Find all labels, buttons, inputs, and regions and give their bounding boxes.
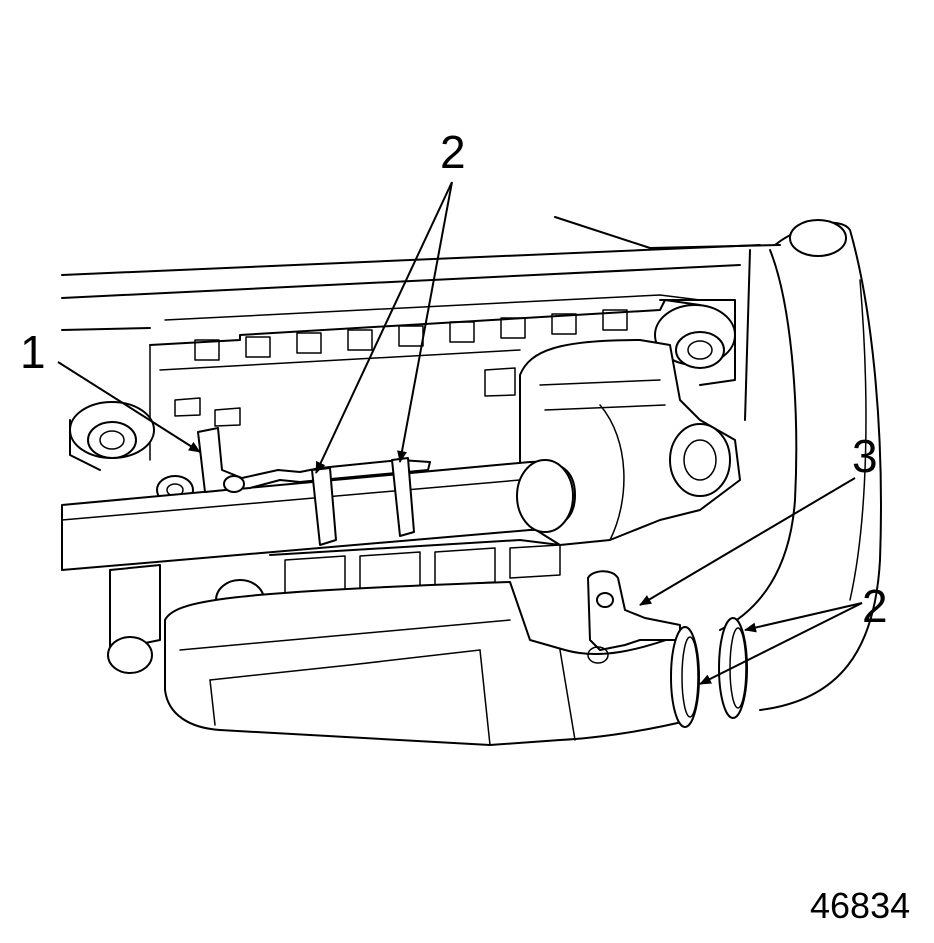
lower-duct-bracket xyxy=(587,570,681,664)
callout-2-top: 2 xyxy=(440,126,466,178)
mounting-bolt-left xyxy=(69,401,155,471)
figure-number: 46834 xyxy=(810,885,910,926)
mounting-bolt-right xyxy=(654,299,736,386)
leader-lines xyxy=(57,181,863,685)
leader-2-top-b xyxy=(397,181,453,463)
air-duct-hose-right xyxy=(719,219,882,711)
engine-cover-outline xyxy=(61,216,781,461)
leader-2-right-b xyxy=(699,602,863,685)
intake-resonator xyxy=(164,581,691,746)
retaining-bracket xyxy=(197,427,431,493)
leader-2-right-a xyxy=(744,602,863,633)
callout-1: 1 xyxy=(20,326,46,378)
hose-clamp-lower-left xyxy=(670,626,700,728)
leader-1 xyxy=(57,361,201,453)
leader-3 xyxy=(639,477,856,606)
leader-2-top-a xyxy=(315,181,453,474)
callout-3: 3 xyxy=(852,430,878,482)
callout-2-right: 2 xyxy=(862,580,888,632)
